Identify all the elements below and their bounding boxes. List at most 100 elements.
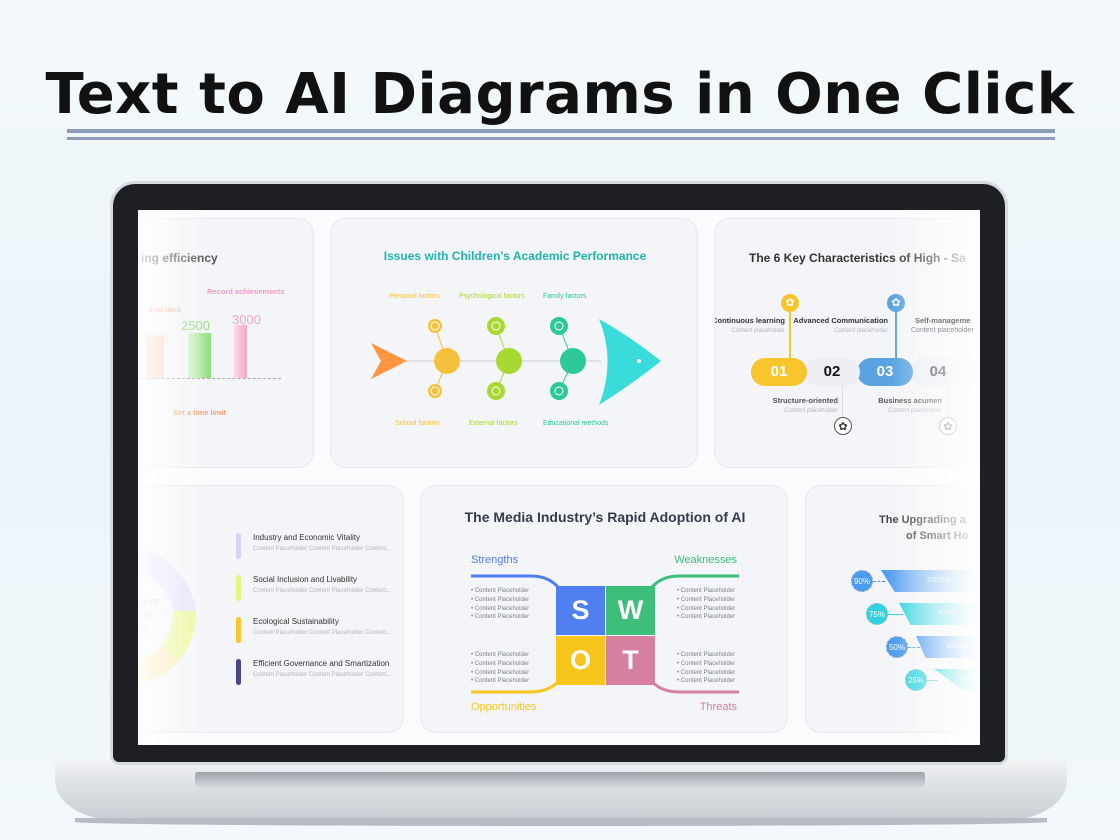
laptop-keyboard-slot <box>195 772 925 788</box>
step-01: 01 <box>751 358 807 386</box>
card-efficiency[interactable]: ing efficiency time limit Record achieve… <box>138 218 314 468</box>
node-ring <box>430 386 440 396</box>
bullet-item: • Content Placeholder <box>471 660 530 667</box>
label-set-time-limit: Set a time limit <box>173 408 226 417</box>
item-label: Self-manageme <box>915 316 971 325</box>
bullet-item: • Content Placeholder <box>471 588 530 594</box>
list-item-sub: Content Placeholder Content Placeholder … <box>253 630 392 636</box>
list-item-sub: Content Placeholder Content Placeholder … <box>253 588 392 594</box>
funnel-band: 100000 <box>881 570 980 592</box>
bullet-item: • Content Placeholder <box>677 678 736 685</box>
fish-tail <box>599 319 661 405</box>
item-sub: Content placeholder <box>888 408 942 414</box>
bullet-item: • Content Placeholder <box>677 669 736 676</box>
swot-bullet-list: • Content Placeholder • Content Placehold… <box>471 587 529 622</box>
connector <box>842 379 843 424</box>
fishbone-diagram <box>371 317 661 405</box>
fish-head <box>371 343 407 379</box>
swot-label-opportunities: Opportunities <box>471 701 537 713</box>
swot-square-s: S <box>556 586 605 635</box>
card-title: ing efficiency <box>141 251 218 265</box>
percent-badge: 50% <box>886 636 908 658</box>
step-02: 02 <box>804 358 860 386</box>
swot-label-weaknesses: Weaknesses <box>674 554 737 566</box>
laptop-base-edge <box>75 818 1047 826</box>
swot-bullet-list: • Content Placeholder • Content Placehold… <box>677 651 735 686</box>
bullet-item: • Content Placeholder <box>677 614 736 621</box>
funnel-connector <box>873 581 885 582</box>
flower-icon: ✿ <box>939 417 957 435</box>
card-fishbone[interactable]: Issues with Children's Academic Performa… <box>330 218 698 468</box>
card-swot[interactable]: The Media Industry’s Rapid Adoption of A… <box>420 485 788 733</box>
list-color-bar <box>236 617 241 643</box>
bullet-item: • Content Placeholder <box>471 652 530 658</box>
card-characteristics[interactable]: The 6 Key Characteristics of High - Sa 0… <box>714 218 980 468</box>
laptop-base <box>55 758 1067 820</box>
list-item-title: Social Inclusion and Livability <box>253 575 358 584</box>
bar-3000 <box>234 325 247 378</box>
bullet-item: • Content Placeholder <box>677 588 736 594</box>
flower-icon: ✿ <box>781 294 799 312</box>
bullet-item: • Content Placeholder <box>471 614 530 621</box>
percent-badge: 90% <box>851 570 873 592</box>
main-node <box>496 348 522 374</box>
factor-label: School factors <box>395 420 440 427</box>
card-goals[interactable]: an pment Core tials Industry and Economi… <box>138 485 404 733</box>
main-node <box>434 348 460 374</box>
bullet-item: • Content Placeholder <box>677 596 736 603</box>
funnel-band: 90000 <box>899 603 980 625</box>
swot-square-w: W <box>606 586 655 635</box>
bullet-item: • Content Placeholder <box>471 678 530 685</box>
factor-label: Family factors <box>543 293 587 300</box>
item-label: Advanced Communication <box>793 316 888 325</box>
node-ring <box>491 321 501 331</box>
card-title-line2: of Smart Ho <box>906 530 969 542</box>
bullet-item: • Content Placeholder <box>677 660 736 667</box>
bar-value: 2500 <box>181 318 210 333</box>
donut-text-line: Core <box>138 610 153 622</box>
swot-square-t: T <box>606 636 655 685</box>
step-03: 03 <box>857 358 913 386</box>
label-time-limit: time limit <box>148 305 181 314</box>
percent-badge: 75% <box>866 603 888 625</box>
list-color-bar <box>236 533 241 559</box>
main-node <box>560 348 586 374</box>
swot-bullet-list: • Content Placeholder • Content Placehold… <box>471 651 529 686</box>
funnel-band: 80000 <box>916 636 980 658</box>
laptop-screen: ing efficiency time limit Record achieve… <box>138 210 980 745</box>
item-label: Structure-oriented <box>772 396 838 405</box>
funnel-band: 70000 <box>934 669 980 691</box>
item-label: Continuous learning <box>714 316 785 325</box>
item-label: Business acumen <box>878 396 942 405</box>
node-ring <box>430 321 440 331</box>
factor-label: Personal factors <box>389 293 440 300</box>
fish-eye <box>637 359 641 363</box>
flower-icon: ✿ <box>834 417 852 435</box>
item-sub: Content placeholder <box>731 328 785 334</box>
swot-square-o: O <box>556 636 605 685</box>
bullet-item: • Content Placeholder <box>471 605 530 612</box>
list-color-bar <box>236 659 241 685</box>
node-arrow-icon <box>550 317 568 335</box>
label-record-achievements: Record achievements <box>207 287 285 296</box>
factor-label: Educational methods <box>543 420 609 427</box>
bar-value: 2000 <box>139 331 168 346</box>
node-arrow-icon <box>428 319 442 333</box>
bullet-item: • Content Placeholder <box>677 652 736 658</box>
factor-label: Psychological factors <box>459 293 525 300</box>
swot-label-strengths: Strengths <box>471 554 519 566</box>
card-title: Issues with Children's Academic Performa… <box>383 249 647 263</box>
headline-underline <box>67 129 1055 133</box>
node-arrow-icon <box>487 317 505 335</box>
donut-text-line: pment <box>138 596 160 608</box>
node-ring <box>554 321 564 331</box>
list-item-title: Industry and Economic Vitality <box>253 533 361 542</box>
bar-2500 <box>188 333 211 378</box>
item-sub: Content placeholder <box>784 408 838 414</box>
donut-text-line: tials <box>138 624 149 636</box>
node-arrow-icon <box>428 384 442 398</box>
card-title: The 6 Key Characteristics of High - Sa <box>749 251 966 265</box>
bullet-item: • Content Placeholder <box>677 605 736 612</box>
connector <box>789 304 791 359</box>
